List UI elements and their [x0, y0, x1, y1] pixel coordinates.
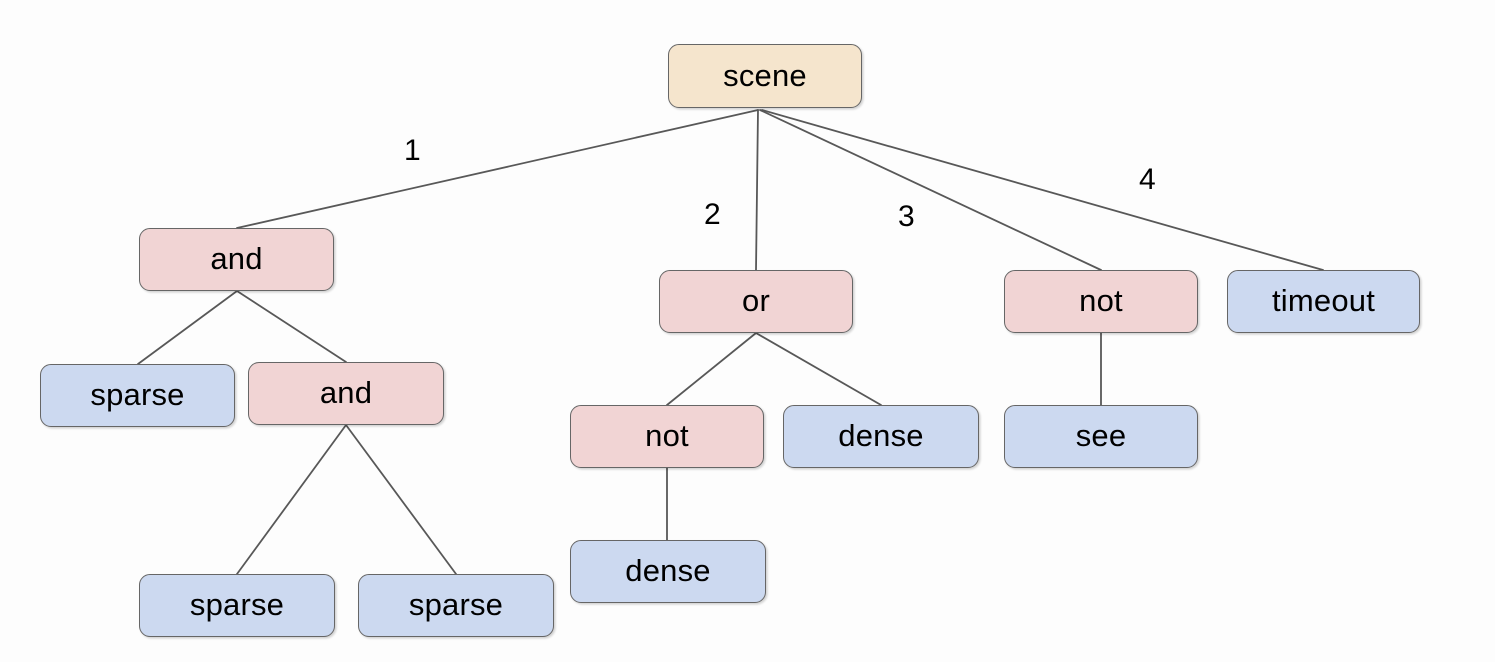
tree-node-not2[interactable]: not [1004, 270, 1198, 333]
tree-node-and2[interactable]: and [248, 362, 444, 425]
tree-node-label: sparse [90, 377, 185, 412]
tree-node-see[interactable]: see [1004, 405, 1198, 468]
tree-edge [666, 332, 757, 406]
tree-node-label: not [1079, 283, 1123, 318]
tree-node-timeout[interactable]: timeout [1227, 270, 1420, 333]
tree-edge [236, 109, 759, 229]
tree-node-scene[interactable]: scene [668, 44, 862, 108]
tree-node-or1[interactable]: or [659, 270, 853, 333]
tree-edge [137, 290, 238, 365]
tree-node-dense1[interactable]: dense [783, 405, 979, 468]
edge-label-2: 2 [704, 198, 721, 231]
tree-node-dense2[interactable]: dense [570, 540, 766, 603]
tree-edge [755, 332, 882, 406]
tree-node-label: or [742, 283, 770, 318]
tree-node-label: and [319, 375, 373, 410]
tree-node-sparse1[interactable]: sparse [40, 364, 235, 427]
tree-edge [761, 109, 1324, 271]
tree-node-label: dense [625, 553, 711, 588]
edge-label-3: 3 [898, 200, 915, 233]
tree-node-and1[interactable]: and [139, 228, 334, 291]
tree-edge [345, 424, 457, 575]
tree-edge [759, 109, 1102, 271]
tree-node-sparse3[interactable]: sparse [358, 574, 554, 637]
tree-node-label: dense [838, 418, 924, 453]
tree-node-label: sparse [408, 587, 504, 622]
edge-label-1: 1 [404, 134, 421, 167]
tree-edge [236, 290, 347, 363]
tree-node-not1[interactable]: not [570, 405, 764, 468]
tree-node-label: and [210, 241, 263, 276]
tree-edge [236, 424, 347, 575]
tree-node-label: see [1075, 418, 1127, 453]
tree-edge [755, 109, 759, 271]
tree-node-label: sparse [189, 587, 285, 622]
edge-label-4: 4 [1139, 163, 1156, 196]
tree-node-label: not [645, 418, 689, 453]
tree-node-sparse2[interactable]: sparse [139, 574, 335, 637]
tree-node-label: scene [723, 57, 807, 93]
tree-node-label: timeout [1271, 283, 1376, 318]
